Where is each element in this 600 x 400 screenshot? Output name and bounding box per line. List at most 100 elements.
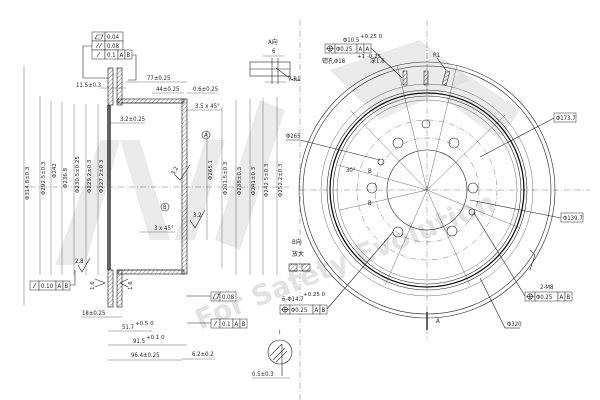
svg-text:Φ0.25: Φ0.25 (336, 46, 352, 53)
svg-text:B: B (567, 294, 571, 301)
svg-text:A: A (436, 318, 440, 325)
flatness-icon (212, 293, 220, 300)
runout-icon (213, 320, 218, 327)
svg-text:Φ265.1: Φ265.1 (208, 160, 214, 180)
front-top-note: Φ10.5 +0.25 0 Φ0.25 A A 锪孔Φ18 +1 -0.25 深… (322, 34, 403, 79)
section-view: 0.04 0.08 0.1 A B 1 (23, 31, 290, 361)
svg-text:Φ236.8: Φ236.8 (63, 167, 69, 188)
svg-text:Φ238±0.3: Φ238±0.3 (237, 166, 243, 195)
svg-text:3.2: 3.2 (193, 212, 202, 219)
svg-text:Φ0.25: Φ0.25 (536, 294, 552, 301)
svg-text:7-R1: 7-R1 (288, 76, 301, 83)
front-bolt-note: 6-Φ14.7 +0.25 0 Φ0.25 A B (279, 231, 394, 315)
svg-text:深1.6: 深1.6 (370, 57, 385, 65)
svg-text:Φ227.2±0.3: Φ227.2±0.3 (99, 159, 105, 193)
svg-text:3 x 45°: 3 x 45° (154, 225, 174, 232)
horizontal-dimensions: 11.5±0.3 77±0.25 44±0.25 0.6±0.25 3.5 x … (76, 75, 222, 361)
svg-text:B: B (163, 204, 167, 211)
front-callouts: Φ265 Φ173.7 Φ139.7 Φ320 R1 30° B B A (286, 52, 584, 330)
svg-text:A: A (315, 307, 319, 314)
svg-text:Φ139.7: Φ139.7 (563, 215, 583, 222)
runout-icon (96, 51, 101, 58)
svg-text:B: B (65, 283, 69, 290)
runout-icon (32, 282, 37, 289)
svg-text:Φ252.2±0.3: Φ252.2±0.3 (278, 163, 284, 197)
svg-text:放大: 放大 (292, 250, 304, 258)
tolerance-frame-left: 0.10 A B (29, 270, 76, 291)
svg-text:B向: B向 (292, 238, 302, 246)
svg-text:44±0.25: 44±0.25 (156, 86, 179, 93)
svg-text:+0.5 0: +0.5 0 (135, 321, 154, 327)
svg-text:A: A (204, 132, 208, 139)
svg-text:11.5±0.3: 11.5±0.3 (76, 82, 101, 89)
tolerance-frame-flatness: 0.08 (186, 291, 237, 302)
vent-slots (402, 70, 451, 86)
datum-a-marker (201, 130, 211, 140)
svg-text:6.2±0.2: 6.2±0.2 (192, 351, 214, 358)
svg-text:Φ173.7: Φ173.7 (556, 115, 576, 122)
svg-text:锪孔Φ18: 锪孔Φ18 (322, 57, 346, 65)
svg-text:Φ241±0.3: Φ241±0.3 (251, 166, 257, 195)
svg-text:B: B (322, 307, 326, 314)
svg-text:0.08: 0.08 (107, 43, 120, 50)
datum-b-marker (160, 202, 170, 212)
svg-text:A: A (359, 46, 363, 53)
svg-text:0.08: 0.08 (222, 294, 235, 301)
svg-text:0.1: 0.1 (107, 52, 116, 59)
svg-text:B: B (368, 168, 372, 175)
svg-text:0.04: 0.04 (107, 34, 120, 41)
svg-text:Φ242: Φ242 (52, 163, 58, 178)
position-icon (326, 45, 334, 52)
position-icon (281, 306, 289, 313)
svg-text:A: A (120, 52, 124, 59)
svg-text:B: B (368, 200, 372, 207)
tolerance-frame-top: 0.04 0.08 0.1 A B (82, 31, 137, 81)
vertical-dimensions: Φ314.8±0.3 Φ292.5±0.3 Φ242 Φ236.8 Φ230.5… (23, 66, 284, 305)
svg-text:Φ229.2±0.3: Φ229.2±0.3 (87, 159, 93, 193)
svg-text:3.2±0.25: 3.2±0.25 (120, 116, 145, 123)
svg-text:Φ320: Φ320 (507, 321, 522, 328)
svg-text:0.10: 0.10 (41, 283, 54, 290)
svg-text:3.2: 3.2 (170, 165, 180, 176)
svg-text:1.6: 1.6 (90, 281, 96, 290)
svg-text:B: B (242, 321, 246, 328)
front-view: Φ10.5 +0.25 0 Φ0.25 A A 锪孔Φ18 +1 -0.25 深… (279, 20, 590, 400)
svg-text:3.5 x 45°: 3.5 x 45° (195, 103, 220, 110)
detail-view-a: A向 6 7-R1 (249, 38, 301, 84)
surface-finish-symbols: 3.2 3.2 2.8 1.6 1.6 (75, 164, 206, 290)
svg-text:77±0.25: 77±0.25 (147, 75, 170, 82)
svg-text:2-M8: 2-M8 (540, 284, 554, 291)
svg-text:Φ242.5±0.3: Φ242.5±0.3 (264, 163, 270, 197)
svg-text:R1: R1 (433, 52, 440, 59)
svg-text:Φ230.5±0.25: Φ230.5±0.25 (75, 156, 81, 193)
svg-text:Φ292.5±0.3: Φ292.5±0.3 (41, 161, 47, 195)
svg-text:+0.1 0: +0.1 0 (146, 335, 165, 341)
svg-text:Φ314.8±0.3: Φ314.8±0.3 (25, 166, 31, 200)
tolerance-frame-runout: 0.1 A B (187, 318, 248, 329)
svg-text:Φ201.5±0.3: Φ201.5±0.3 (223, 161, 229, 195)
svg-text:I: I (279, 329, 281, 336)
bolt-holes (366, 119, 479, 238)
svg-text:A: A (560, 294, 564, 301)
detail-view-i: I 0.5±0.3 (252, 329, 293, 379)
svg-text:A: A (235, 321, 239, 328)
front-thread-note: 2-M8 Φ0.25 A B (473, 212, 573, 302)
svg-text:A: A (58, 283, 62, 290)
svg-text:18±0.25: 18±0.25 (82, 310, 105, 317)
svg-text:30°: 30° (346, 167, 356, 174)
svg-text:51.7: 51.7 (122, 324, 134, 331)
svg-text:+0.25 0: +0.25 0 (360, 34, 383, 40)
svg-text:0.1: 0.1 (222, 321, 231, 328)
svg-text:A: A (366, 46, 370, 53)
svg-text:Φ265: Φ265 (286, 133, 301, 140)
svg-text:+0.25 0: +0.25 0 (303, 292, 326, 298)
parallelism-icon (95, 42, 103, 49)
svg-text:1.6: 1.6 (128, 281, 134, 290)
detail-view-b: B向 放大 (288, 238, 311, 272)
svg-text:Φ10.5: Φ10.5 (343, 37, 359, 44)
watermark: For Safety Evolution (55, 40, 520, 336)
svg-text:0.5±0.3: 0.5±0.3 (252, 371, 274, 378)
svg-text:6-Φ14.7: 6-Φ14.7 (282, 296, 304, 303)
svg-text:0.6±0.25: 0.6±0.25 (193, 86, 218, 93)
